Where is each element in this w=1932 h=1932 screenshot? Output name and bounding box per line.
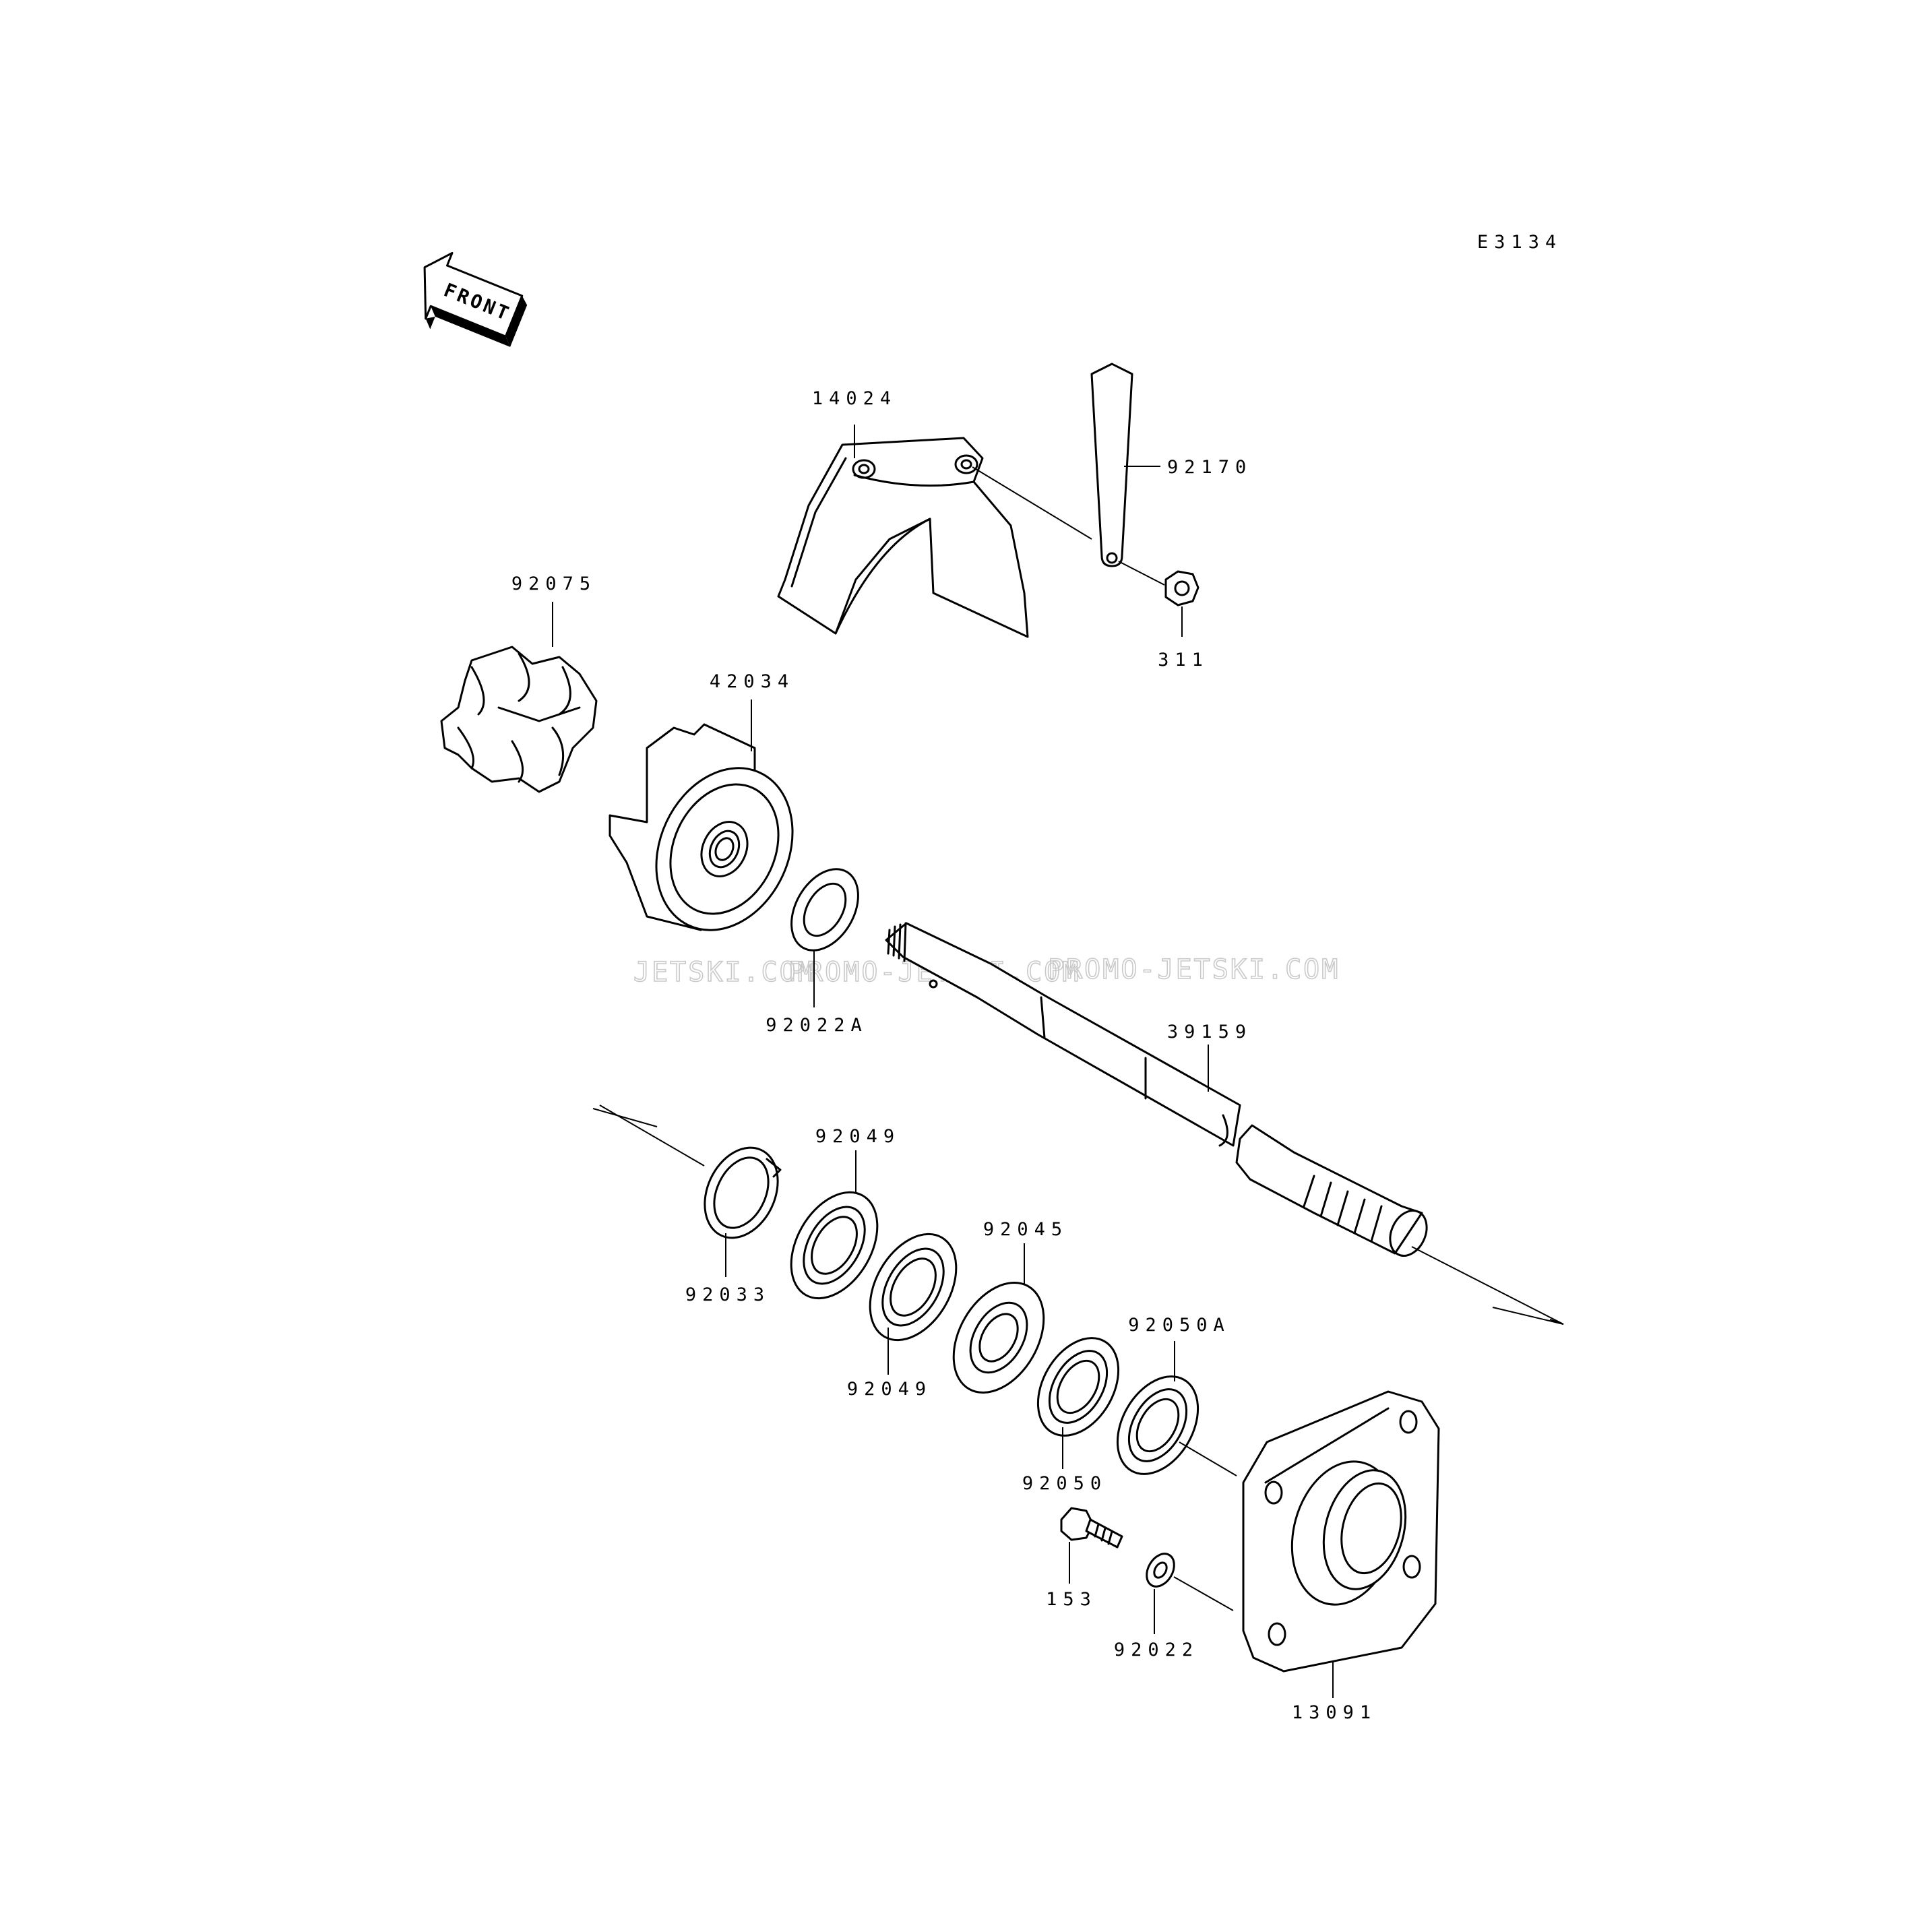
label-92033: 92033 bbox=[685, 1284, 770, 1305]
diagram-code: E3134 bbox=[1477, 232, 1562, 253]
watermark-1: JETSKI.COM bbox=[633, 957, 816, 988]
part-strap-92170 bbox=[1090, 363, 1133, 567]
part-cover-14024 bbox=[777, 437, 1029, 638]
part-shim-92022a bbox=[790, 868, 859, 952]
front-arrow-icon: FRONT bbox=[423, 251, 528, 347]
label-92022a: 92022A bbox=[766, 1015, 868, 1036]
part-circlip-92033 bbox=[704, 1146, 782, 1239]
label-13091: 13091 bbox=[1292, 1702, 1377, 1723]
label-92050: 92050 bbox=[1022, 1473, 1107, 1494]
label-92049-b: 92049 bbox=[847, 1379, 932, 1400]
part-housing-13091 bbox=[1242, 1390, 1440, 1673]
label-92050a: 92050A bbox=[1128, 1315, 1230, 1336]
part-nut-311 bbox=[1164, 570, 1199, 606]
label-14024: 14024 bbox=[812, 388, 897, 409]
watermark-3: PROMO-JETSKI.COM bbox=[1048, 954, 1340, 985]
part-seal-92050 bbox=[1036, 1337, 1120, 1437]
label-92075: 92075 bbox=[511, 573, 596, 594]
label-39159: 39159 bbox=[1167, 1022, 1252, 1042]
label-92170: 92170 bbox=[1167, 457, 1252, 478]
part-bearing-92049-a bbox=[790, 1191, 879, 1300]
part-driveshaft-39159 bbox=[885, 922, 1428, 1257]
label-92022: 92022 bbox=[1114, 1640, 1199, 1660]
label-92049-a: 92049 bbox=[815, 1126, 900, 1147]
part-coupling-42034 bbox=[609, 723, 794, 931]
label-311: 311 bbox=[1158, 650, 1209, 671]
label-42034: 42034 bbox=[710, 671, 794, 692]
part-damper-92075 bbox=[440, 646, 598, 793]
label-92045: 92045 bbox=[983, 1219, 1068, 1240]
part-bolt-153 bbox=[1060, 1507, 1123, 1549]
part-seal-92050a bbox=[1116, 1375, 1199, 1475]
part-bearing-92045 bbox=[952, 1281, 1045, 1394]
part-washer-92022 bbox=[1146, 1553, 1175, 1588]
label-153: 153 bbox=[1046, 1589, 1097, 1610]
part-bearing-92049-b bbox=[869, 1233, 958, 1342]
